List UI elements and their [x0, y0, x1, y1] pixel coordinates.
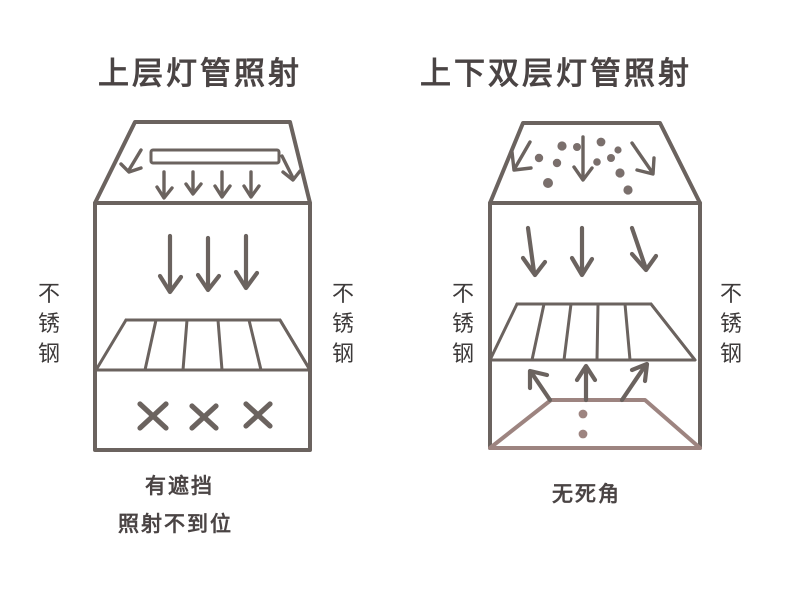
left-roof-arrow-group: [119, 148, 302, 182]
right-bottom-light-dots: [578, 409, 588, 439]
left-panel-caption-line1: 有遮挡: [145, 474, 214, 498]
right-shelf-rack: [488, 302, 697, 362]
left-panel-caption-line2: 照射不到位: [118, 512, 233, 536]
left-upper-lamp-tube: [149, 148, 281, 165]
right-roof-arrow-group: [510, 135, 656, 182]
right-panel-title: 上下双层灯管照射: [420, 56, 692, 92]
left-panel-side-label-right: 不锈钢: [331, 282, 354, 367]
right-panel-caption-line1: 无死角: [552, 482, 621, 506]
right-interior-arrow-group: [520, 225, 659, 278]
right-roof-light-dots: [534, 137, 633, 195]
left-cabinet-box: [93, 201, 312, 452]
left-panel-side-label-left: 不锈钢: [37, 282, 60, 367]
right-panel-side-label-right: 不锈钢: [719, 282, 742, 367]
left-interior-arrow-group: [157, 233, 260, 295]
right-lower-lamp-trapezoid: [488, 398, 702, 450]
left-roof-down-arrow-group: [155, 170, 261, 200]
left-shelf-rack: [94, 318, 312, 372]
left-panel-title: 上层灯管照射: [98, 56, 302, 92]
left-blocked-x-marks: [137, 401, 273, 431]
right-panel-side-label-left: 不锈钢: [451, 282, 474, 367]
right-upward-arrow-group: [527, 361, 650, 403]
